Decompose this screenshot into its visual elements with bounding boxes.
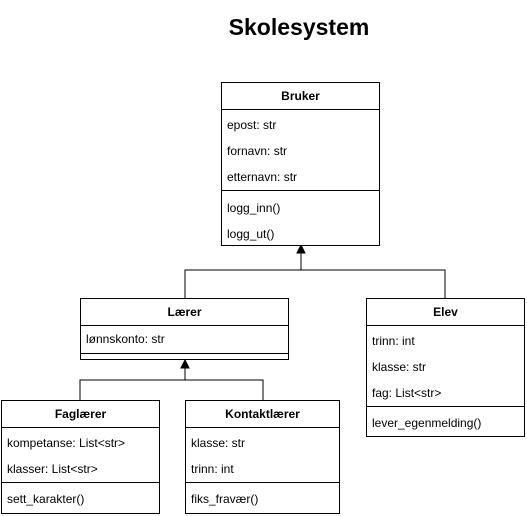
attribute: epost: str: [227, 118, 277, 132]
connector-elev-to-bruker: [301, 269, 446, 298]
arrowhead-laerer-icon: [180, 358, 190, 369]
method: fiks_fravær(): [191, 492, 259, 506]
methods-section: sett_karakter(): [2, 483, 159, 512]
attribute: trinn: int: [191, 462, 234, 476]
attributes-section: klasse: str trinn: int: [186, 428, 339, 483]
class-kontaktlaerer: Kontaktlærer klasse: str trinn: int fiks…: [185, 400, 340, 514]
attribute: lønnskonto: str: [86, 332, 165, 346]
attribute: kompetanse: List<str>: [7, 436, 126, 450]
class-name: Faglærer: [2, 401, 159, 428]
attribute: klasser: List<str>: [7, 462, 98, 476]
class-elev: Elev trinn: int klasse: str fag: List<st…: [366, 298, 525, 437]
attributes-section: kompetanse: List<str> klasser: List<str>: [2, 428, 159, 483]
class-faglaerer: Faglærer kompetanse: List<str> klasser: …: [1, 400, 160, 514]
methods-section: fiks_fravær(): [186, 483, 339, 512]
attribute: klasse: str: [191, 436, 246, 450]
attribute: klasse: str: [372, 360, 427, 374]
class-name: Bruker: [222, 83, 379, 110]
attribute: etternavn: str: [227, 170, 298, 184]
methods-section: logg_inn() logg_ut(): [222, 191, 379, 247]
connector-faglaerer-to-laerer: [79, 367, 186, 400]
method: logg_inn(): [227, 201, 281, 215]
method: lever_egenmelding(): [372, 416, 482, 430]
class-name: Kontaktlærer: [186, 401, 339, 428]
arrowhead-bruker-icon: [296, 243, 306, 254]
attributes-section: lønnskonto: str: [81, 326, 288, 354]
method: logg_ut(): [227, 227, 275, 241]
class-name: Lærer: [81, 299, 288, 326]
class-laerer: Lærer lønnskonto: str: [80, 298, 289, 360]
class-name: Elev: [367, 299, 524, 326]
attributes-section: epost: str fornavn: str etternavn: str: [222, 110, 379, 191]
class-bruker: Bruker epost: str fornavn: str etternavn…: [221, 82, 380, 246]
attribute: trinn: int: [372, 334, 415, 348]
diagram-title: Skolesystem: [228, 14, 370, 40]
methods-section: lever_egenmelding(): [367, 407, 524, 436]
attribute: fornavn: str: [227, 144, 288, 158]
connector-laerer-to-bruker: [184, 252, 302, 298]
attribute: fag: List<str>: [372, 386, 442, 400]
attributes-section: trinn: int klasse: str fag: List<str>: [367, 326, 524, 407]
connector-kontaktlaerer-to-laerer: [185, 379, 264, 400]
method: sett_karakter(): [7, 492, 85, 506]
